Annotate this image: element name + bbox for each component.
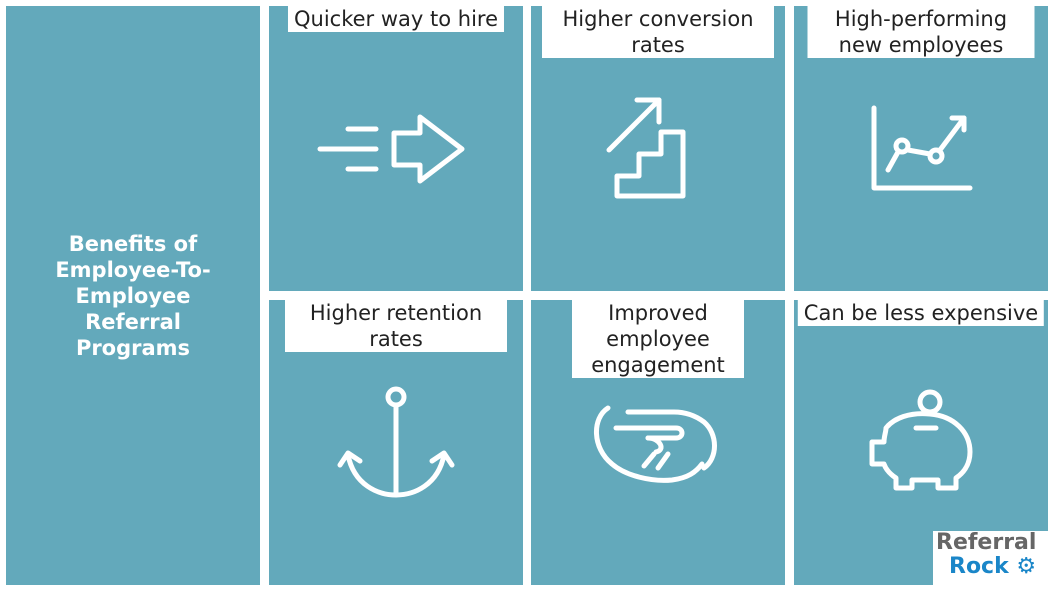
referral-rock-logo: Referral Rock ⚙ xyxy=(933,531,1048,585)
benefit-label: Improved employee engagement xyxy=(572,300,744,378)
title-panel: Benefits of Employee-To-Employee Referra… xyxy=(6,6,260,585)
diagram-title: Benefits of Employee-To-Employee Referra… xyxy=(55,231,211,360)
benefit-tile-quicker-hire: Quicker way to hire xyxy=(269,6,523,291)
logo-text-line2: Rock ⚙ xyxy=(933,555,1048,579)
benefit-tile-expense: Can be less expensive xyxy=(794,300,1048,585)
handshake-icon xyxy=(594,405,717,483)
benefit-label: Higher conversion rates xyxy=(542,6,774,58)
benefit-tile-retention: Higher retention rates xyxy=(269,300,523,585)
benefit-label: Can be less expensive xyxy=(797,300,1045,326)
piggy-bank-icon xyxy=(869,389,973,491)
gear-icon: ⚙ xyxy=(1008,554,1037,579)
logo-text-rock: Rock xyxy=(949,554,1009,579)
stairs-up-icon xyxy=(606,97,686,199)
benefit-tile-engagement: Improved employee engagement xyxy=(531,300,785,585)
benefit-tile-performing: High-performing new employees xyxy=(794,6,1048,291)
benefit-label: High-performing new employees xyxy=(807,6,1035,58)
benefit-label: Quicker way to hire xyxy=(287,6,505,32)
line-chart-icon xyxy=(871,105,973,191)
fast-arrow-icon xyxy=(317,114,465,184)
benefit-tile-conversion: Higher conversion rates xyxy=(531,6,785,291)
logo-text-line1: Referral xyxy=(936,530,1037,555)
benefit-label: Higher retention rates xyxy=(285,300,507,352)
anchor-icon xyxy=(337,386,455,498)
